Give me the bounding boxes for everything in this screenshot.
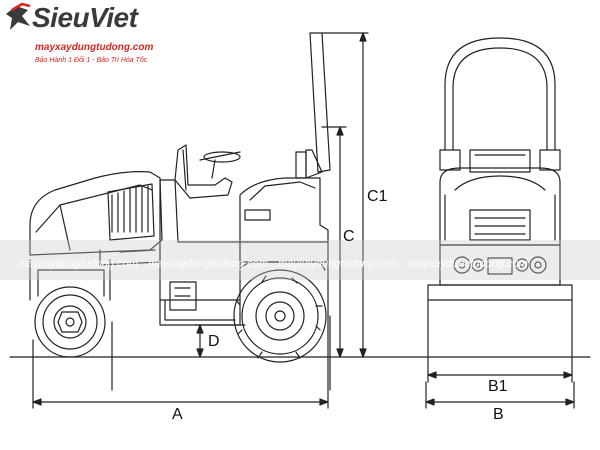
watermark-text: mayxaydungtudong.com [278, 258, 398, 270]
brand-logo: SieuViet mayxaydungtudong.com Bảo Hành 1… [2, 2, 202, 72]
engine-hood [29, 171, 163, 256]
front-drum [34, 286, 106, 358]
dim-label-a: A [172, 406, 183, 423]
rops-post [309, 32, 331, 173]
dim-label-b1: B1 [488, 378, 508, 395]
operator-seat [174, 144, 233, 199]
brand-url: mayxaydungtudong.com [35, 42, 154, 53]
dim-label-b: B [493, 406, 504, 423]
watermark-text: mayxaydungtudong.com [408, 258, 528, 270]
watermark-text: mayxaydungtudong.com [148, 258, 268, 270]
dim-label-c: C [343, 228, 355, 245]
side-view [29, 32, 369, 409]
rear-wheel [233, 269, 327, 363]
dim-label-d: D [208, 333, 220, 350]
front-body [439, 167, 561, 246]
rops-arch [444, 37, 556, 151]
brand-tagline: Bảo Hành 1 Đổi 1 - Bảo Trì Hóa Tốc [35, 57, 148, 64]
watermark-band [0, 240, 600, 280]
logo-mark [6, 2, 31, 30]
front-drum-face [427, 284, 573, 301]
rear-body [239, 177, 329, 263]
front-view [425, 37, 575, 409]
watermark-text: mayxaydungtudong.com [18, 258, 138, 270]
brand-name: SieuViet [32, 2, 138, 33]
dim-label-c1: C1 [367, 188, 388, 205]
